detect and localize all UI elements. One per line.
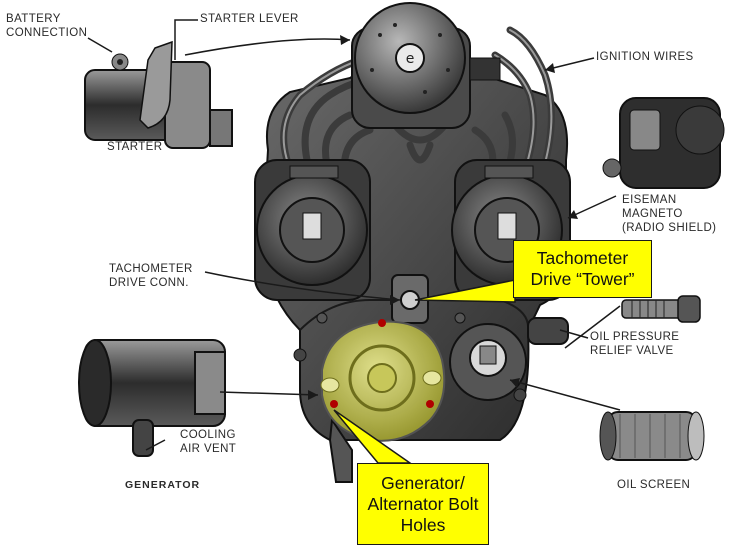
label-tachometer-drive-conn: TACHOMETER DRIVE CONN. xyxy=(109,262,193,290)
bolt-hole-right xyxy=(426,400,434,408)
battery-line-2: CONNECTION xyxy=(6,27,88,39)
magneto-line-3: (RADIO SHIELD) xyxy=(622,222,717,234)
right-magneto xyxy=(451,159,571,301)
bolt-hole-left xyxy=(330,400,338,408)
label-generator: GENERATOR xyxy=(125,479,201,491)
label-starter: STARTER xyxy=(107,141,163,153)
oil-screen-part xyxy=(599,411,705,461)
battery-line-1: BATTERY xyxy=(6,13,61,25)
starter-motor xyxy=(84,40,233,149)
callout-bolt-line-3: Holes xyxy=(400,514,446,535)
top-accessory-unit: e xyxy=(351,2,501,129)
label-cooling-air-vent: COOLING AIR VENT xyxy=(180,428,236,456)
generator-part xyxy=(78,339,226,457)
callout-tach-line-1: Tachometer xyxy=(536,248,629,268)
label-ignition-wires: IGNITION WIRES xyxy=(596,51,694,63)
oil-pressure-relief-valve-part xyxy=(621,295,701,323)
callout-bolt-line-1: Generator/ xyxy=(381,472,465,493)
relief-line-1: OIL PRESSURE xyxy=(590,331,680,343)
vent-line-1: COOLING xyxy=(180,429,236,441)
callout-tach-line-2: Drive “Tower” xyxy=(530,269,635,289)
label-battery-connection: BATTERY CONNECTION xyxy=(6,12,87,40)
bolt-hole-markers xyxy=(330,319,434,408)
callout-generator-alternator-bolt-holes: Generator/ Alternator Bolt Holes xyxy=(357,463,489,545)
bolt-hole-top xyxy=(378,319,386,327)
callout-tachometer-drive-tower: Tachometer Drive “Tower” xyxy=(513,240,652,298)
magneto-line-2: MAGNETO xyxy=(622,208,683,220)
generator-mount-highlight xyxy=(320,320,446,483)
callout-bolt-line-2: Alternator Bolt xyxy=(367,493,479,514)
label-starter-lever: STARTER LEVER xyxy=(200,13,299,25)
label-oil-screen: OIL SCREEN xyxy=(617,479,691,491)
magneto-line-1: EISEMAN xyxy=(622,194,677,206)
vent-line-2: AIR VENT xyxy=(180,443,237,455)
oil-filter-housing xyxy=(449,323,527,401)
svg-text:e: e xyxy=(406,51,415,67)
leader-arrowheads xyxy=(308,35,578,400)
label-eiseman-magneto: EISEMAN MAGNETO (RADIO SHIELD) xyxy=(622,193,716,235)
oil-relief-valve-fitting xyxy=(527,317,569,345)
left-magneto xyxy=(254,159,371,301)
tach-line-1: TACHOMETER xyxy=(109,263,193,275)
relief-line-2: RELIEF VALVE xyxy=(590,345,674,357)
eiseman-magneto-part xyxy=(602,97,725,189)
label-oil-pressure-relief-valve: OIL PRESSURE RELIEF VALVE xyxy=(590,330,679,358)
tach-line-2: DRIVE CONN. xyxy=(109,277,189,289)
